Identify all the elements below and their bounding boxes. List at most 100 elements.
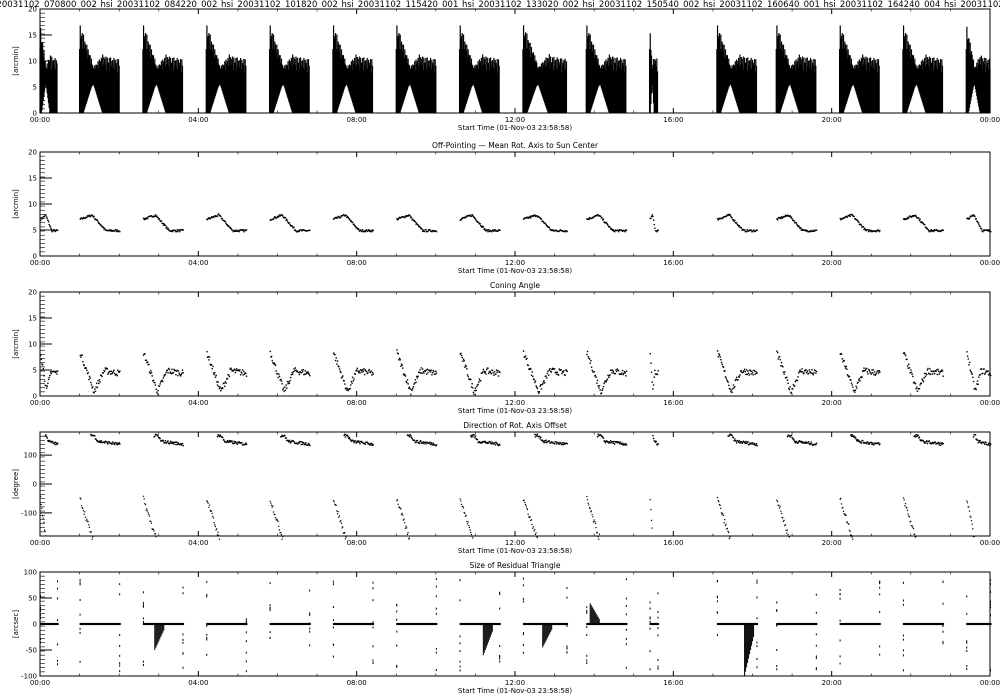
data-point	[176, 443, 178, 446]
data-point	[490, 443, 492, 445]
data-point	[269, 582, 271, 585]
data-point	[930, 229, 933, 231]
data-point	[309, 627, 311, 630]
data-point	[623, 372, 625, 375]
data-point	[495, 369, 498, 371]
data-point	[95, 386, 97, 388]
data-point	[110, 442, 112, 445]
data-point	[929, 230, 931, 233]
data-point	[464, 515, 467, 517]
data-point	[46, 385, 48, 387]
data-point	[544, 440, 546, 442]
data-point	[45, 216, 48, 218]
data-point	[738, 225, 741, 227]
data-point	[541, 383, 543, 386]
data-point	[609, 442, 611, 444]
data-point	[721, 363, 723, 366]
header-filename: hsi_20031102_101820_002	[221, 0, 338, 10]
data-point	[560, 369, 562, 371]
data-point	[499, 657, 501, 660]
data-point	[786, 532, 788, 534]
data-point	[103, 369, 105, 372]
data-point	[656, 230, 658, 233]
data-point	[303, 373, 306, 375]
data-point	[805, 369, 807, 371]
data-point	[839, 655, 841, 658]
data-point	[480, 380, 482, 382]
data-point	[919, 439, 921, 441]
data-point	[86, 518, 88, 520]
data-point	[798, 441, 800, 443]
data-point	[588, 358, 591, 360]
data-point	[293, 226, 295, 229]
data-point	[167, 227, 169, 229]
data-point	[211, 512, 213, 515]
data-point	[344, 531, 346, 534]
data-point	[350, 380, 353, 383]
data-point	[936, 373, 938, 376]
data-marks	[40, 577, 992, 676]
data-point	[182, 641, 184, 644]
data-point	[789, 436, 791, 438]
data-point	[810, 372, 812, 374]
data-point	[804, 442, 807, 444]
x-tick-label: 16:00	[663, 399, 683, 407]
data-point	[924, 372, 926, 375]
data-point	[562, 443, 564, 446]
data-point	[342, 532, 345, 534]
data-point	[142, 620, 144, 623]
data-point	[977, 441, 979, 444]
data-point	[493, 442, 496, 444]
data-point	[403, 374, 405, 376]
data-point	[300, 443, 302, 446]
data-point	[864, 228, 867, 231]
data-point	[797, 442, 799, 444]
data-point	[807, 441, 810, 443]
data-point	[918, 437, 920, 439]
data-point	[851, 384, 853, 386]
data-point	[987, 444, 989, 446]
data-point	[976, 380, 979, 382]
data-point	[755, 230, 757, 232]
data-point	[420, 367, 423, 369]
data-point	[92, 536, 94, 538]
data-point	[369, 371, 372, 373]
data-point	[779, 506, 781, 508]
data-point	[525, 505, 527, 507]
data-point	[217, 381, 219, 383]
data-point	[649, 353, 651, 355]
data-point	[649, 499, 651, 501]
data-point	[496, 443, 498, 445]
data-point	[45, 434, 47, 436]
data-point	[907, 367, 909, 369]
data-point	[238, 370, 240, 372]
data-point	[978, 223, 980, 225]
data-point	[743, 370, 745, 372]
data-point	[332, 500, 335, 502]
data-point	[968, 361, 971, 364]
data-point	[168, 229, 171, 232]
data-point	[650, 371, 653, 373]
data-point	[801, 442, 803, 444]
data-point	[923, 377, 925, 379]
data-point	[209, 509, 211, 512]
data-point	[815, 633, 817, 636]
data-point	[875, 373, 877, 376]
data-point	[435, 230, 438, 233]
data-point	[747, 372, 750, 374]
data-point	[462, 505, 464, 508]
data-point	[151, 528, 153, 530]
data-point	[481, 226, 483, 228]
data-point	[243, 230, 245, 233]
data-point	[40, 358, 43, 360]
data-point	[344, 383, 346, 385]
data-point	[623, 371, 626, 373]
data-point	[229, 226, 231, 229]
data-point	[84, 511, 86, 513]
data-point	[414, 379, 417, 381]
data-point	[167, 367, 170, 370]
data-point	[591, 369, 593, 372]
data-point	[874, 374, 876, 376]
data-point	[364, 443, 366, 445]
data-point	[877, 372, 880, 374]
